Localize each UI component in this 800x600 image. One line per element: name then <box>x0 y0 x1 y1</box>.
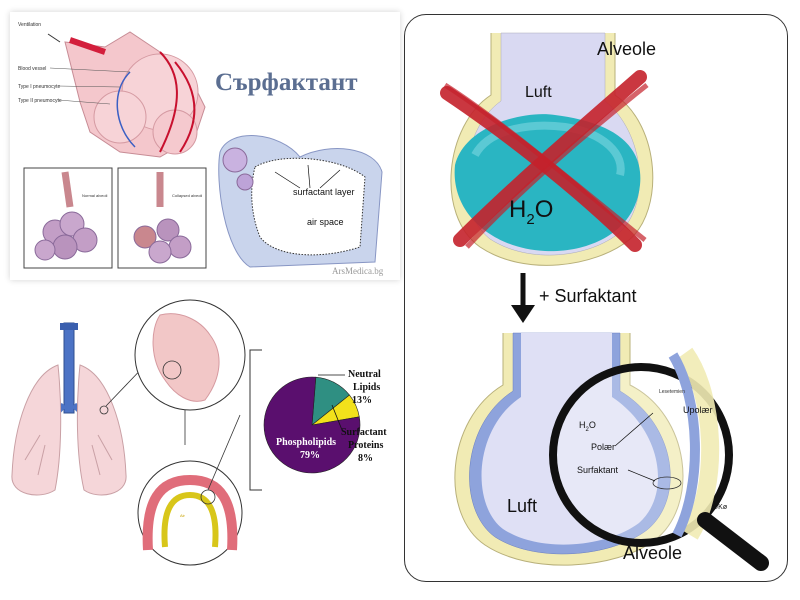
magnifying-glass-icon <box>549 347 769 571</box>
red-cross-mark <box>440 70 649 252</box>
pie-value-neutral-lipids: 13% <box>352 395 372 406</box>
surfactant-illustration-panel: Ventilation Blood vessel Type I pneumocy… <box>10 12 400 280</box>
lens-label-polaer: Polær <box>591 442 615 452</box>
air-space-cross-section <box>218 135 383 268</box>
label-alveole-top: Alveole <box>597 39 656 59</box>
alveolar-cluster-drawing <box>47 31 206 158</box>
lung-surfactant-composition: Air Phospholipids 79% Neutral Lipids 13%… <box>11 299 387 566</box>
alveole-surfaktant-panel: Alveole Luft H2O + Surfaktant Luft Leset… <box>404 14 788 582</box>
pie-label-surfactant-proteins-1: Surfactant <box>341 427 387 438</box>
label-air-space: air space <box>307 217 344 227</box>
alveolus-cross-section-circle: Air <box>137 460 243 566</box>
label-surfactant-layer: surfactant layer <box>293 187 355 197</box>
svg-text:Air: Air <box>180 513 186 518</box>
label-collapsed: Collapsed alveoli <box>172 193 202 198</box>
down-arrow-icon <box>511 273 535 323</box>
lungs-drawing <box>11 322 127 496</box>
lens-label-lesetem: Lesetemien <box>659 389 685 395</box>
alveole-diagram: Alveole Luft H2O + Surfaktant Luft Leset… <box>440 32 769 571</box>
lens-label-surfaktant: Surfaktant <box>577 465 619 475</box>
pie-label-surfactant-proteins-2: Proteins <box>348 440 383 451</box>
alveolar-magnified-circle <box>134 299 246 411</box>
alveole-with-surfactant <box>454 332 684 566</box>
pie-value-phospholipids: 79% <box>300 450 320 461</box>
surfactant-composition-pie <box>263 376 361 474</box>
label-blood-vessel: Blood vessel <box>18 66 46 72</box>
label-type1: Type I pneumocyte <box>18 84 60 90</box>
pie-label-neutral-lipids-1: Neutral <box>348 369 381 380</box>
label-type2: Type II pneumocyte <box>18 98 62 104</box>
label-alveole-bottom: Alveole <box>623 543 682 563</box>
lens-copyright: ©Kø <box>713 503 728 511</box>
pie-value-surfactant-proteins: 8% <box>358 453 373 464</box>
label-luft-bottom: Luft <box>507 496 537 516</box>
label-normal: Normal alveoli <box>82 193 107 198</box>
watermark-arsmedica: ArsMedica.bg <box>332 266 384 276</box>
pie-label-neutral-lipids-2: Lipids <box>353 382 380 393</box>
label-h2o-top: H2O <box>509 196 553 228</box>
label-plus-surfaktant: + Surfaktant <box>539 286 637 306</box>
label-luft-top: Luft <box>525 84 552 101</box>
lens-label-upolaer: Upolær <box>683 405 713 415</box>
alveoli-illustration: Ventilation Blood vessel Type I pneumocy… <box>18 22 384 276</box>
pie-label-phospholipids: Phospholipids <box>276 437 336 448</box>
lens-label-h2o: H2O <box>579 420 596 433</box>
pie-slice-phospholipids <box>263 376 361 474</box>
title-surfactant: Сърфактант <box>215 69 358 96</box>
label-ventilation: Ventilation <box>18 22 41 28</box>
